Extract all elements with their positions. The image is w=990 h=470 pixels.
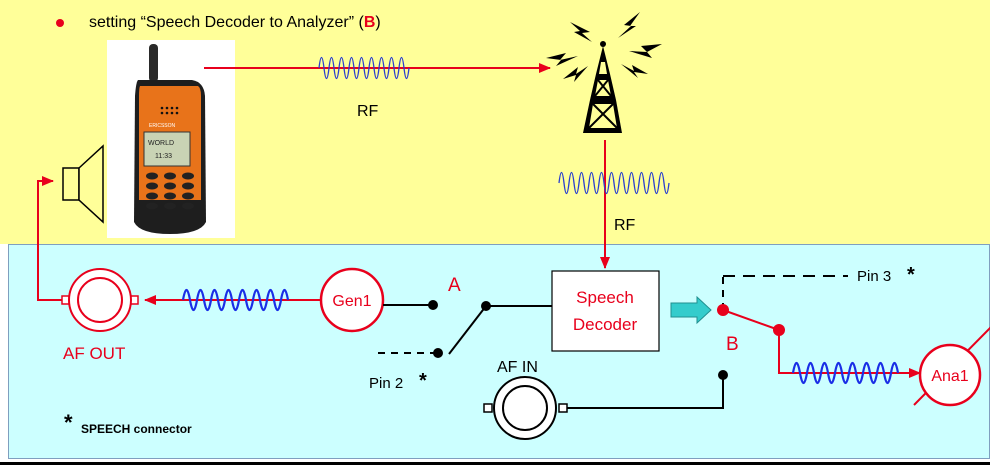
mobile-phone-image: WORLD 11:33 ERICSSON	[107, 40, 235, 238]
b-to-ana1-arrow	[778, 330, 921, 378]
phone-screen-line2: 11:33	[155, 153, 172, 160]
bottom-divider	[0, 462, 990, 465]
header-bullet-text: setting “Speech Decoder to Analyzer” (B)	[89, 14, 381, 31]
speech-decoder-label-line1: Speech	[576, 288, 634, 307]
phone-keypad	[146, 172, 194, 210]
phone-screen-line1: WORLD	[148, 140, 174, 147]
rf-top-label: RF	[357, 103, 379, 120]
radio-tower-icon	[546, 12, 662, 133]
af-in-contact-dot	[718, 370, 728, 380]
pin2-label: Pin 2	[369, 375, 403, 392]
phone-screen	[143, 131, 191, 167]
contact-pin2-dot	[433, 348, 443, 358]
af-in-connector	[483, 376, 568, 440]
ana1-analyzer	[918, 343, 982, 407]
af-out-to-speaker-line	[37, 176, 66, 301]
point-b-label: B	[726, 334, 739, 355]
switch-lever-left	[448, 305, 487, 355]
speech-decoder-box	[551, 270, 660, 352]
af-out-label: AF OUT	[63, 344, 125, 363]
rf-right-label: RF	[614, 217, 636, 234]
phone-antenna	[149, 44, 158, 82]
af-waveform-right	[791, 361, 900, 385]
speech-decoder-label-line2: Decoder	[573, 315, 638, 334]
point-a-label: A	[448, 275, 461, 296]
af-waveform-left	[181, 288, 290, 312]
ana1-label: Ana1	[931, 368, 968, 385]
rf-waveform-top	[318, 56, 410, 80]
speech-connector-footnote: SPEECH connector	[81, 422, 192, 436]
af-in-label: AF IN	[497, 359, 538, 376]
pin2-asterisk: *	[419, 370, 427, 392]
loudspeaker-icon	[62, 144, 104, 224]
gen1-label: Gen1	[332, 293, 371, 310]
pin3-asterisk: *	[907, 264, 915, 286]
decoder-output-arrow	[670, 295, 712, 325]
rf-waveform-right	[558, 171, 670, 195]
footnote-asterisk: *	[64, 410, 73, 435]
contact-a-dot	[428, 300, 438, 310]
phone-brand: ERICSSON	[149, 123, 176, 129]
bullet-dot	[56, 19, 64, 27]
pin3-label: Pin 3	[857, 268, 891, 285]
af-in-to-pin-line	[567, 375, 724, 409]
switch-b-lever	[722, 309, 780, 331]
gen1-generator	[319, 267, 385, 333]
af-out-connector	[61, 268, 139, 332]
